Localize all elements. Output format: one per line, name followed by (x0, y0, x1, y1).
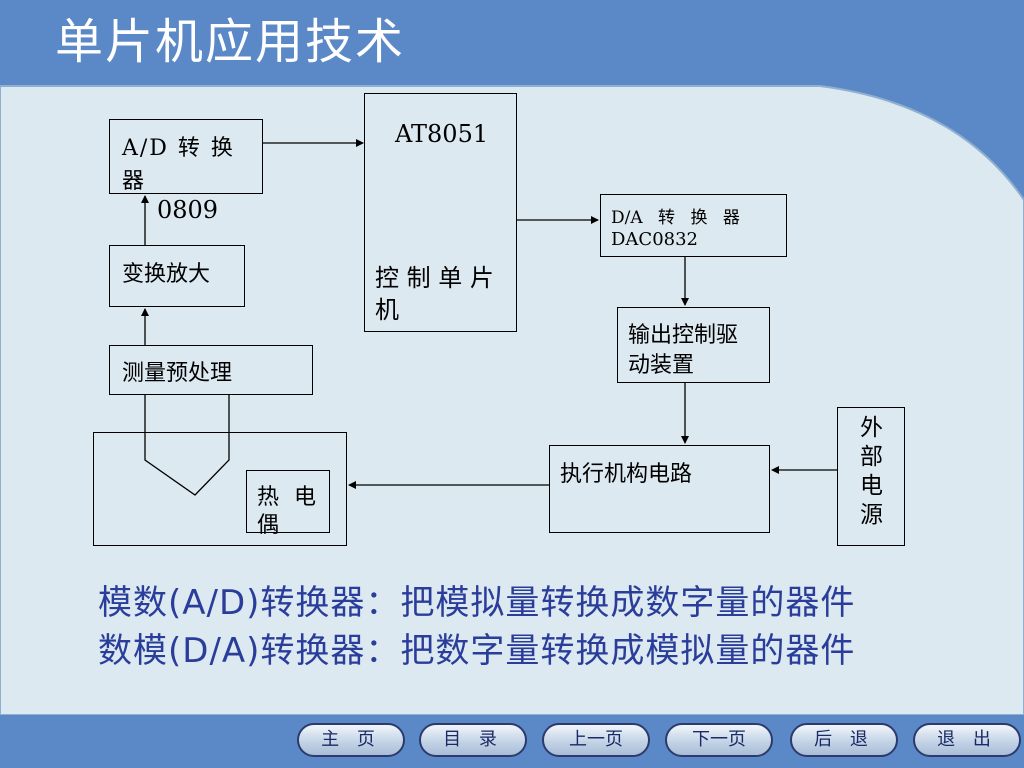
thermocouple-probe (144, 395, 230, 496)
nav-contents-button[interactable]: 目 录 (419, 723, 527, 757)
dac-label-2: DAC0832 (611, 229, 699, 250)
adc-box: A/D 转 换 器 (109, 119, 263, 194)
nav-back-button[interactable]: 后 退 (790, 723, 898, 757)
caption-adc-definition: 模数(A/D)转换器：把模拟量转换成数字量的器件 (98, 583, 856, 623)
nav-prev-button[interactable]: 上一页 (542, 723, 650, 757)
page-title: 单片机应用技术 (55, 14, 406, 70)
power-box: 外部电源 (837, 407, 905, 546)
actuator-label: 执行机构电路 (560, 462, 693, 487)
drive-box: 输出控制驱 动装置 (617, 307, 770, 383)
preprocess-label: 测量预处理 (122, 361, 233, 386)
thermocouple-label-1: 热 电 (257, 485, 320, 510)
dac-label-1: D/A 转 换 器 (611, 208, 740, 228)
thermocouple-box: 热 电 偶 (246, 470, 330, 538)
amplifier-box: 变换放大 (109, 245, 245, 307)
dac-box: D/A 转 换 器 DAC0832 (600, 194, 787, 257)
adc-label-1: A/D 转 换 (122, 136, 235, 161)
preprocess-box: 测量预处理 (109, 345, 313, 395)
nav-home-button[interactable]: 主 页 (297, 723, 405, 757)
adc-label-2: 器 (122, 169, 145, 194)
mcu-label-1: 控 制 单 片 (375, 264, 494, 292)
nav-next-button[interactable]: 下一页 (665, 723, 773, 757)
nav-exit-button[interactable]: 退 出 (913, 723, 1021, 757)
thermocouple-label-2: 偶 (257, 513, 280, 538)
drive-label-2: 动装置 (628, 353, 695, 378)
mcu-label-2: 机 (375, 296, 399, 324)
drive-label-1: 输出控制驱 (628, 323, 739, 348)
power-label: 外部电源 (860, 415, 883, 528)
adc-model-label: 0809 (157, 196, 219, 224)
mcu-box: AT8051 控 制 单 片 机 (364, 93, 517, 332)
mcu-model-label: AT8051 (395, 120, 489, 148)
amplifier-label: 变换放大 (122, 262, 211, 287)
caption-dac-definition: 数模(D/A)转换器：把数字量转换成模拟量的器件 (98, 631, 856, 671)
actuator-box: 执行机构电路 (549, 445, 770, 533)
